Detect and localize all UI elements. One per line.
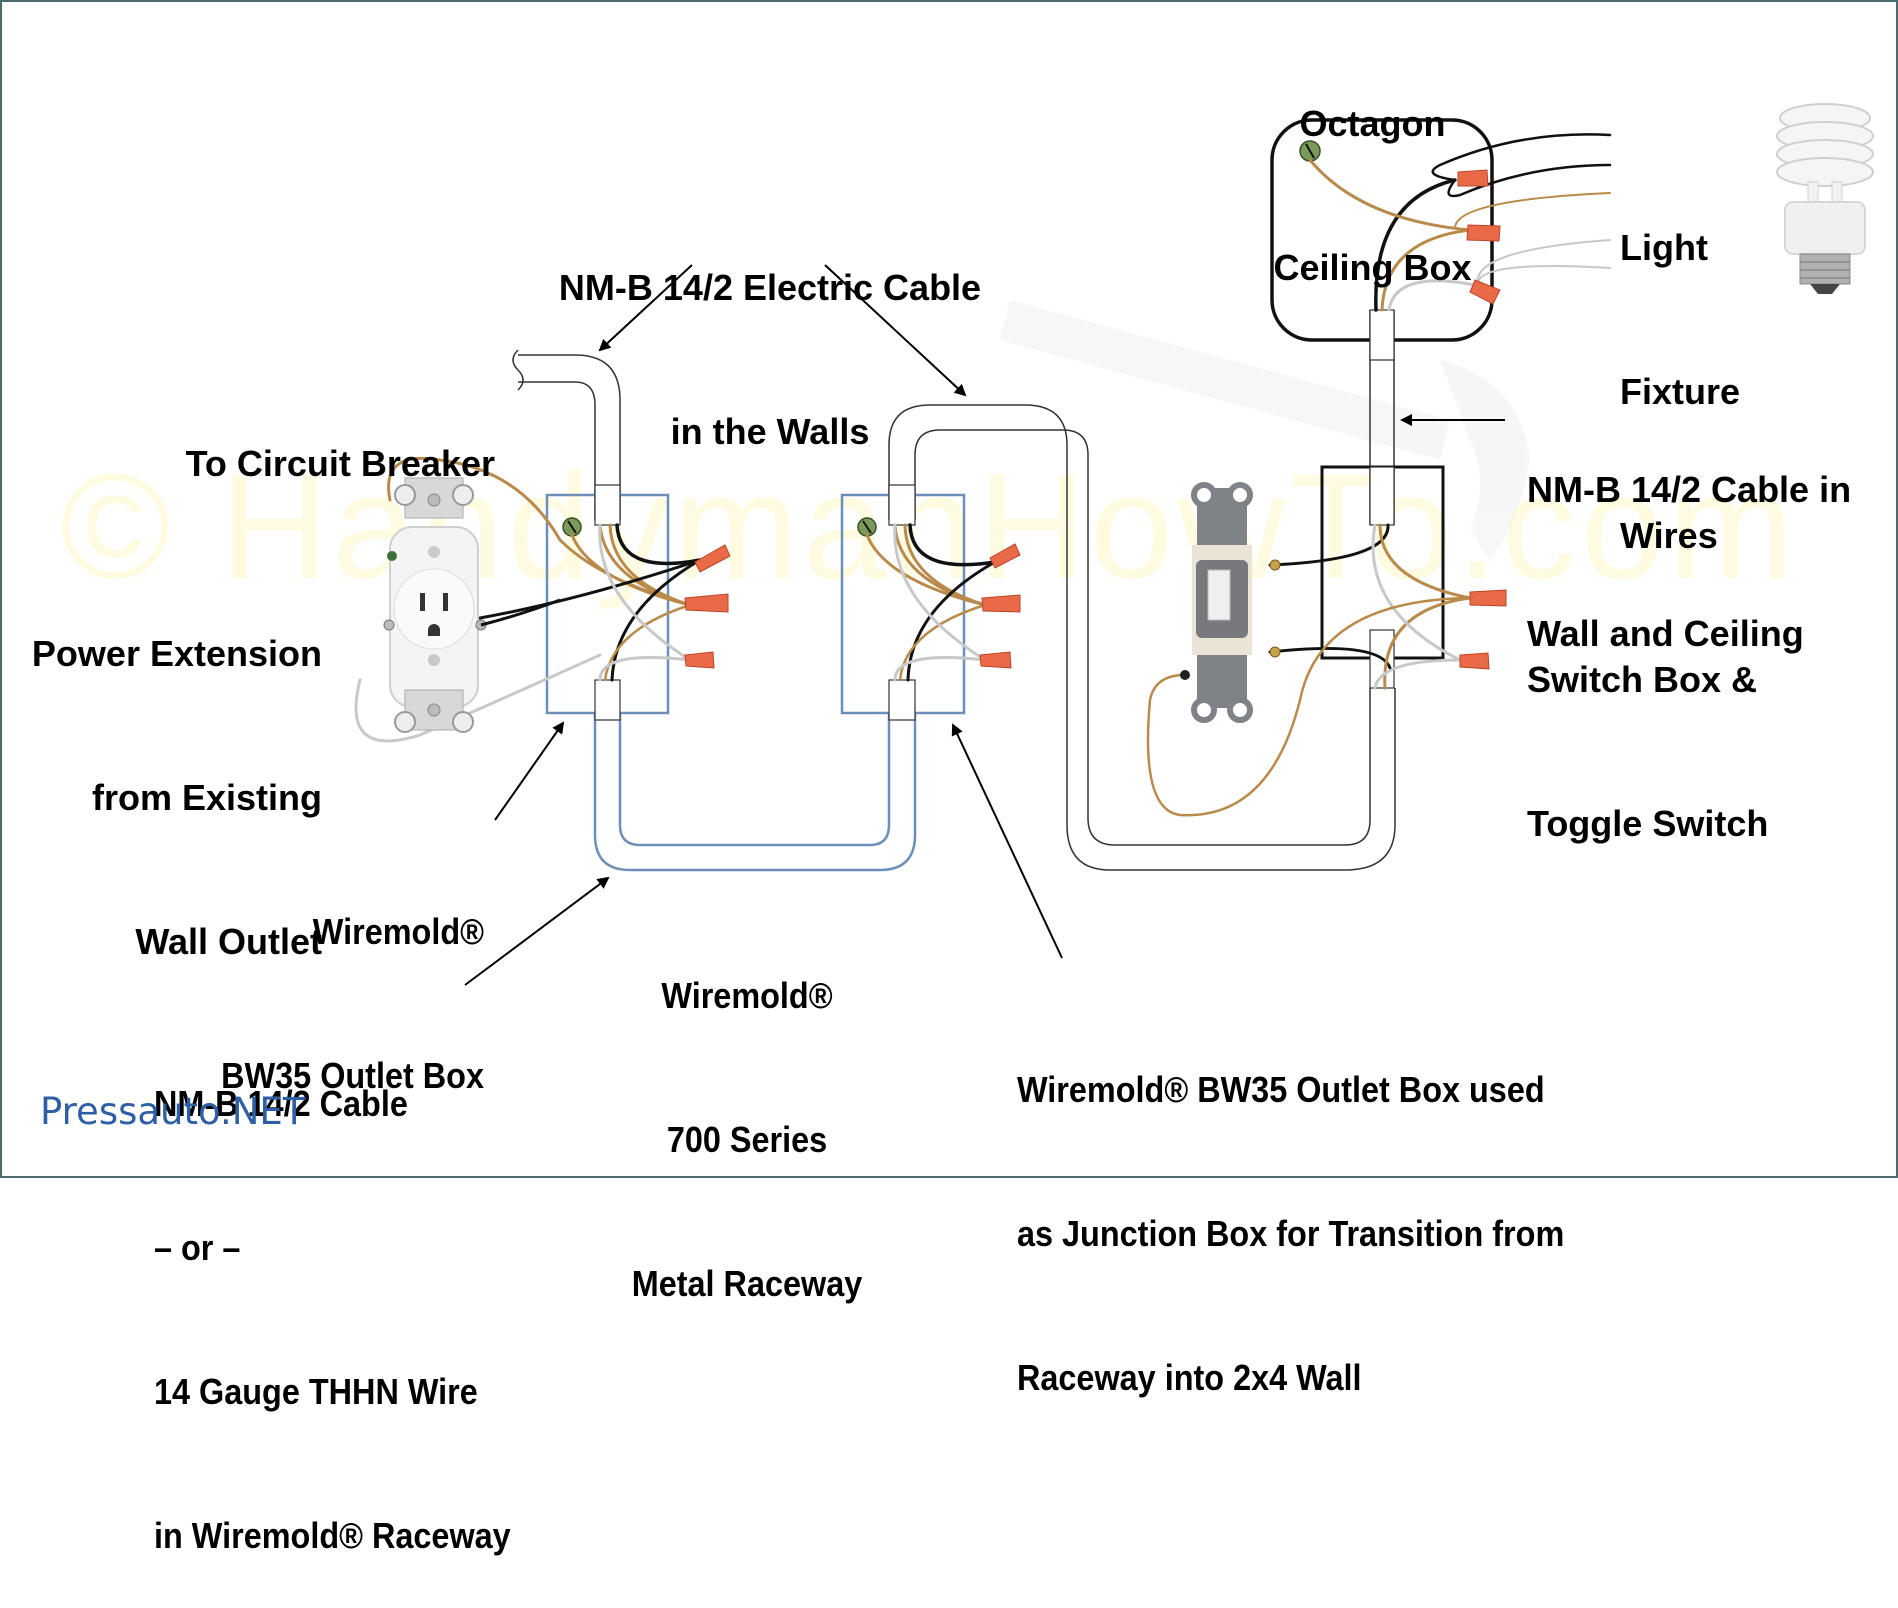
arrow-junction-box bbox=[951, 723, 1063, 959]
arrow-bw35-box bbox=[494, 721, 565, 821]
wire-nut-icon bbox=[979, 651, 1012, 669]
wire-nut-icon bbox=[989, 543, 1021, 569]
arrow-raceway bbox=[464, 876, 610, 986]
wires-box-1 bbox=[354, 456, 702, 743]
label-line: 14 Gauge THHN Wire bbox=[154, 1371, 478, 1412]
label-line: Wiremold® BW35 Outlet Box used bbox=[1017, 1069, 1545, 1110]
wire-nut-icon bbox=[1466, 224, 1501, 242]
label-nmb-electric-cable-walls: NM-B 14/2 Electric Cable in the Walls bbox=[520, 168, 1020, 504]
cable-clamp bbox=[1369, 466, 1395, 526]
label-line: Power Extension bbox=[31, 633, 322, 674]
label-line: from Existing bbox=[91, 777, 322, 818]
watermark: © HandymanHowTo.com bbox=[60, 442, 1798, 610]
raceway-entry bbox=[888, 679, 916, 721]
wiring-diagram bbox=[354, 103, 1874, 986]
raceway-entry bbox=[594, 679, 621, 721]
wire-nut-icon bbox=[694, 544, 731, 573]
toggle-switch-icon bbox=[1180, 482, 1281, 723]
cable-clamp bbox=[888, 484, 916, 526]
label-line: Wall Outlet bbox=[135, 921, 322, 962]
arrow-nmb-walls-right bbox=[824, 264, 967, 397]
label-line: NM-B 14/2 Cable in bbox=[1527, 469, 1852, 510]
wire-nut-icon bbox=[1457, 169, 1489, 187]
wire-nut-icon bbox=[1469, 589, 1507, 607]
label-line: Raceway into 2x4 Wall bbox=[1017, 1357, 1362, 1398]
label-line: Ceiling Box bbox=[1273, 247, 1472, 288]
cable-clamp bbox=[594, 484, 621, 526]
wire-nut-icon bbox=[1469, 279, 1501, 305]
label-line: Wires bbox=[1620, 515, 1718, 556]
label-junction-box: Wiremold® BW35 Outlet Box used as Juncti… bbox=[1017, 970, 1564, 1450]
label-line: 700 Series bbox=[666, 1119, 828, 1160]
label-nmb-wall-ceiling: NM-B 14/2 Cable in Wall and Ceiling bbox=[1527, 370, 1851, 706]
label-to-circuit-breaker: To Circuit Breaker bbox=[100, 344, 495, 536]
wires-switch-box bbox=[1146, 523, 1472, 817]
cable-from-breaker bbox=[512, 349, 621, 520]
wire-nuts bbox=[684, 169, 1507, 670]
label-light-fixture-wires: Light Fixture Wires bbox=[1620, 128, 1740, 608]
label-octagon-ceiling-box: Octagon Ceiling Box bbox=[1250, 4, 1495, 340]
label-switch-box: Switch Box & Toggle Switch bbox=[1527, 560, 1768, 896]
image-border bbox=[0, 0, 1898, 1178]
wire-nut-icon bbox=[684, 593, 729, 613]
wire-nut-icon bbox=[684, 651, 715, 669]
wire-nut-icon bbox=[1459, 652, 1490, 670]
label-line: in the Walls bbox=[670, 411, 870, 452]
outlet-box-1 bbox=[545, 484, 670, 721]
light-bulb-icon bbox=[1776, 103, 1874, 294]
label-line: Octagon bbox=[1299, 103, 1446, 144]
label-700-series-raceway: Wiremold® 700 Series Metal Raceway bbox=[612, 876, 882, 1356]
label-line: To Circuit Breaker bbox=[185, 443, 495, 484]
wires-box-2 bbox=[865, 523, 997, 682]
cable-junction-to-switch bbox=[888, 404, 1396, 871]
pointer-arrows bbox=[464, 264, 1505, 986]
label-bw35-outlet-box: Wiremold® BW35 Outlet Box bbox=[160, 812, 484, 1148]
label-line: Fixture bbox=[1620, 371, 1741, 412]
label-line: Wiremold® bbox=[661, 975, 833, 1016]
arrow-nmb-walls-left bbox=[598, 264, 693, 352]
site-credit: Pressauto.NET bbox=[40, 1090, 306, 1133]
label-line: Metal Raceway bbox=[631, 1263, 863, 1304]
label-line: Wiremold® bbox=[312, 911, 484, 952]
label-line: in Wiremold® Raceway bbox=[154, 1515, 511, 1556]
label-line: Wall and Ceiling bbox=[1527, 613, 1804, 654]
label-line: NM-B 14/2 Cable bbox=[154, 1083, 408, 1124]
label-line: NM-B 14/2 Electric Cable bbox=[558, 267, 982, 308]
cable-clamp bbox=[1369, 309, 1395, 361]
wire-nut-icon bbox=[981, 594, 1021, 613]
label-nmb-or-thhn: NM-B 14/2 Cable – or – 14 Gauge THHN Wir… bbox=[154, 984, 511, 1608]
label-line: BW35 Outlet Box bbox=[221, 1055, 484, 1096]
outlet-icon bbox=[383, 477, 487, 733]
label-line: Switch Box & bbox=[1527, 659, 1758, 700]
outlet-box-2 bbox=[840, 484, 966, 721]
label-power-extension: Power Extension from Existing Wall Outle… bbox=[0, 534, 322, 1014]
wires-octagon-box bbox=[1308, 133, 1612, 312]
label-line: as Junction Box for Transition from bbox=[1017, 1213, 1565, 1254]
wiremold-raceway bbox=[593, 713, 917, 872]
label-line: Toggle Switch bbox=[1527, 803, 1769, 844]
label-line: Light bbox=[1620, 227, 1708, 268]
switch-box bbox=[1320, 465, 1445, 689]
label-line: – or – bbox=[154, 1227, 241, 1268]
receptacle-hot-lead bbox=[480, 598, 561, 627]
hammer-watermark-icon bbox=[1000, 300, 1530, 560]
